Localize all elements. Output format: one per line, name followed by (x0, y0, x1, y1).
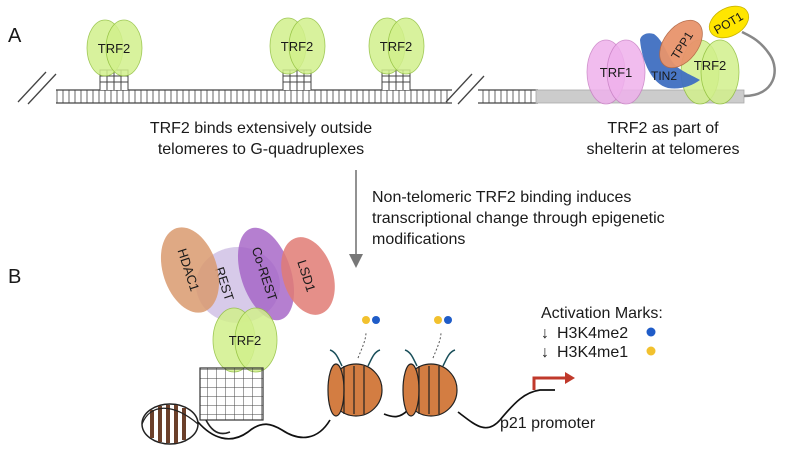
promoter-label: p21 promoter (500, 415, 596, 432)
mark1-dot (646, 327, 656, 337)
trf2-lobe (288, 17, 326, 75)
mark1-label: H3K4me2 (557, 325, 628, 342)
pot1-protein: POT1 (708, 5, 750, 39)
trf2-lobe (105, 19, 143, 77)
g-quadruplex-large (199, 367, 264, 435)
corest-protein: Co-REST (237, 227, 295, 321)
mark2-dot (646, 346, 656, 356)
removed-marks-2 (432, 316, 452, 359)
promoter-arrow-icon (532, 372, 575, 390)
trf2-label: TRF2 (380, 39, 413, 54)
trf2-outside-caption-line1: TRF2 binds extensively outside (150, 120, 372, 137)
single-strand-overhang (741, 30, 776, 98)
mark1-down-arrow: ↓ (541, 325, 549, 342)
trf2-shelterin-label: TRF2 (694, 58, 727, 73)
trf1-protein: TRF1 (586, 39, 646, 105)
dna-double-helix (141, 403, 199, 445)
trf1-label: TRF1 (600, 65, 633, 80)
transition-text-line2: transcriptional change through epigeneti… (372, 210, 665, 227)
transition-arrow (349, 170, 363, 268)
tpp1-protein: TPP1 (659, 19, 703, 69)
corepressor-complex: REST HDAC1 Co-REST LSD1 TRF2 (160, 227, 335, 373)
activation-marks-title: Activation Marks: (541, 305, 663, 322)
trf2-lobe (387, 17, 425, 75)
panel-label-a: A (8, 25, 22, 47)
transition-text-line3: modifications (372, 231, 465, 248)
g-quadruplex-2 (282, 69, 312, 90)
dna-break-middle (445, 73, 485, 105)
shelterin-caption-line1: TRF2 as part of (607, 120, 719, 137)
dna-break-left (17, 71, 57, 105)
mark2-down-arrow: ↓ (541, 344, 549, 361)
shelterin-complex: TRF1 TRF2 TIN2 TPP1 POT1 (586, 5, 750, 105)
trf2-bottom-label: TRF2 (229, 333, 262, 348)
g-quadruplex-3 (381, 69, 411, 90)
nucleosome-1 (327, 349, 383, 417)
removed-marks-1 (357, 316, 380, 359)
mark2-label: H3K4me1 (557, 344, 628, 361)
hdac1-protein: HDAC1 (160, 227, 220, 313)
tin2-label: TIN2 (651, 69, 677, 83)
trf2-protein-2: TRF2 (269, 17, 326, 75)
trf2-label: TRF2 (98, 41, 131, 56)
transition-text-line1: Non-telomeric TRF2 binding induces (372, 189, 631, 206)
trf2-bottom-protein: TRF2 (212, 307, 278, 373)
trf2-outside-caption-line2: telomeres to G-quadruplexes (158, 141, 364, 158)
telomeric-dna-ladder (56, 89, 452, 104)
lsd1-protein: LSD1 (281, 237, 335, 315)
trf2-protein-3: TRF2 (368, 17, 425, 75)
trf2-label: TRF2 (281, 39, 314, 54)
trf2-protein-1: TRF2 (86, 19, 143, 77)
nucleosome-2 (402, 349, 458, 417)
shelterin-caption-line2: shelterin at telomeres (587, 141, 740, 158)
panel-label-b: B (8, 266, 21, 288)
